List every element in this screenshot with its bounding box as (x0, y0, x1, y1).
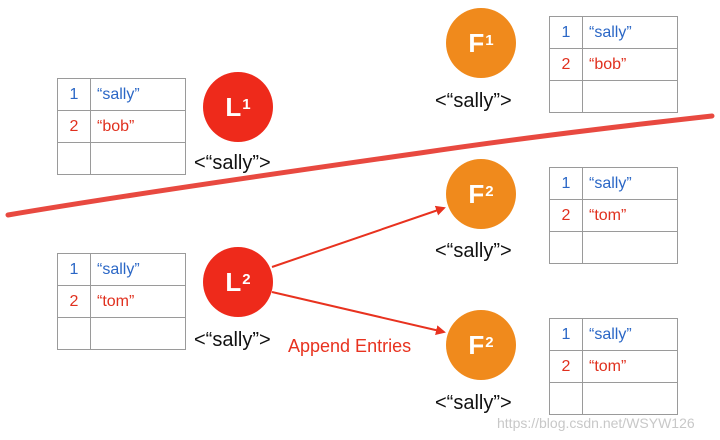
log-row: 1 “sally” (549, 167, 678, 200)
log-index: 2 (549, 350, 583, 383)
log-index (57, 142, 91, 175)
term-label-f2-upper: <“sally”> (435, 240, 512, 262)
log-row (57, 142, 186, 175)
log-index: 2 (57, 110, 91, 143)
log-value: “bob” (582, 48, 678, 81)
log-index (549, 80, 583, 113)
log-value (90, 142, 186, 175)
node-letter: F (468, 329, 485, 360)
log-index (549, 382, 583, 415)
log-index: 1 (549, 167, 583, 200)
log-value (582, 231, 678, 264)
log-value: “tom” (90, 285, 186, 318)
log-row (549, 382, 678, 415)
watermark: https://blog.csdn.net/WSYW126 (497, 415, 695, 431)
term-label-l2: <“sally”> (194, 329, 271, 351)
log-row: 2 “tom” (549, 199, 678, 232)
log-index: 2 (57, 285, 91, 318)
log-value: “tom” (582, 350, 678, 383)
log-value: “bob” (90, 110, 186, 143)
log-row (549, 80, 678, 113)
node-letter: L (225, 91, 242, 122)
node-term-number: 2 (485, 182, 494, 200)
node-term-number: 1 (485, 31, 494, 49)
node-letter: F (468, 27, 485, 58)
log-row: 2 “tom” (549, 350, 678, 383)
log-row: 1 “sally” (57, 253, 186, 286)
log-table-l1: 1 “sally” 2 “bob” (57, 78, 186, 175)
log-index: 2 (549, 48, 583, 81)
log-value: “sally” (90, 78, 186, 111)
node-term-number: 2 (242, 270, 251, 288)
node-letter: F (468, 178, 485, 209)
log-row: 1 “sally” (57, 78, 186, 111)
log-value (582, 382, 678, 415)
partition-line (5, 113, 715, 218)
log-row (57, 317, 186, 350)
term-label-f1: <“sally”> (435, 90, 512, 112)
node-letter: L (225, 266, 242, 297)
node-term-number: 2 (485, 333, 494, 351)
log-row: 1 “sally” (549, 16, 678, 49)
log-row: 2 “bob” (57, 110, 186, 143)
term-label-l1: <“sally”> (194, 152, 271, 174)
log-row: 2 “tom” (57, 285, 186, 318)
append-entries-label: Append Entries (288, 336, 412, 356)
append-arrow-lower (271, 291, 446, 336)
log-value: “tom” (582, 199, 678, 232)
log-value: “sally” (582, 16, 678, 49)
log-row: 2 “bob” (549, 48, 678, 81)
log-value (90, 317, 186, 350)
log-row (549, 231, 678, 264)
log-index: 1 (549, 16, 583, 49)
log-value: “sally” (90, 253, 186, 286)
log-table-f2-lower: 1 “sally” 2 “tom” (549, 318, 678, 415)
log-table-f2-upper: 1 “sally” 2 “tom” (549, 167, 678, 264)
node-term-number: 1 (242, 95, 251, 113)
log-index: 1 (57, 253, 91, 286)
log-index: 2 (549, 199, 583, 232)
log-index (57, 317, 91, 350)
log-index (549, 231, 583, 264)
log-index: 1 (57, 78, 91, 111)
log-value (582, 80, 678, 113)
log-index: 1 (549, 318, 583, 351)
log-row: 1 “sally” (549, 318, 678, 351)
log-table-l2: 1 “sally” 2 “tom” (57, 253, 186, 350)
log-value: “sally” (582, 167, 678, 200)
log-table-f1: 1 “sally” 2 “bob” (549, 16, 678, 113)
term-label-f2-lower: <“sally”> (435, 392, 512, 414)
log-value: “sally” (582, 318, 678, 351)
append-arrow-upper (271, 205, 446, 268)
